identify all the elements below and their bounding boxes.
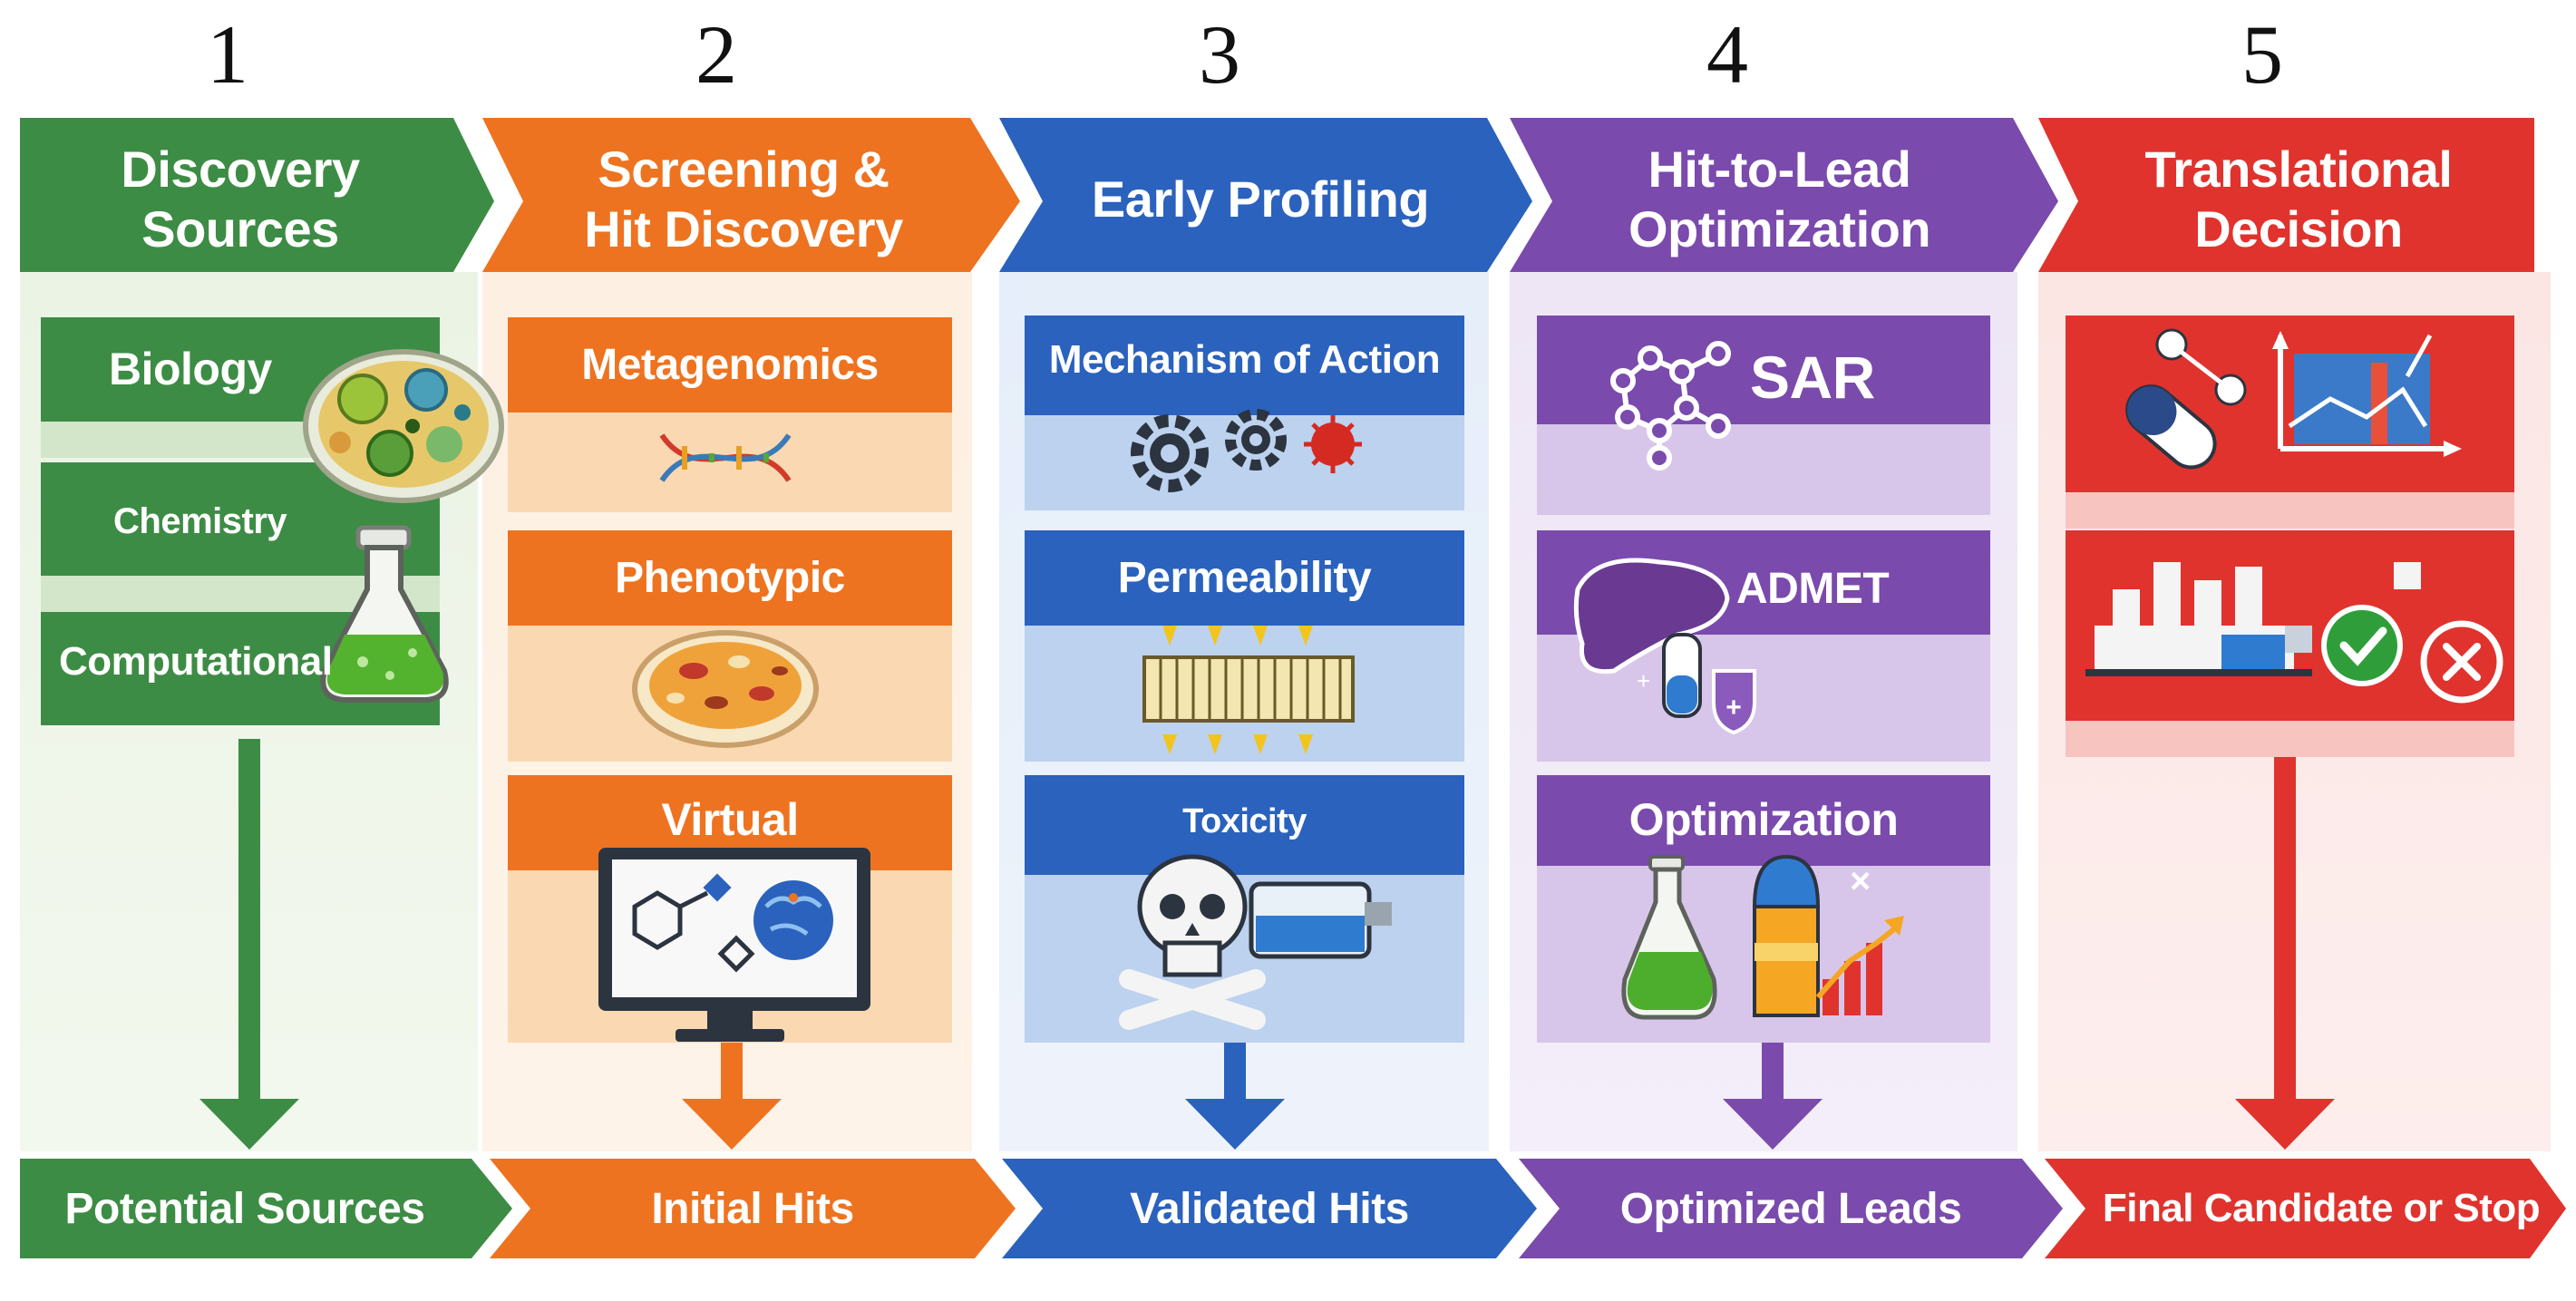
item-toxicity: Toxicity <box>1182 802 1307 840</box>
dna-icon <box>659 433 792 482</box>
stage-number-4: 4 <box>1706 8 1748 101</box>
stage-number-2: 2 <box>695 8 737 101</box>
item-optimization: Optimization <box>1628 794 1899 845</box>
header-chevron-3 <box>999 118 1532 272</box>
down-arrow-1 <box>199 739 299 1150</box>
header-chevron-5 <box>2038 118 2534 272</box>
molecule-icon <box>1610 341 1731 471</box>
footer-chevron-5 <box>2045 1159 2566 1258</box>
item-mechanism-of-action: Mechanism of Action <box>1048 337 1441 382</box>
stage-number-5: 5 <box>2241 8 2283 101</box>
purple-row-1 <box>1537 316 1990 424</box>
output-label-1: Potential Sources <box>64 1184 425 1233</box>
svg-text:×: × <box>1850 861 1871 901</box>
orange-row-1-header <box>508 317 952 413</box>
down-arrow-5 <box>2235 757 2335 1150</box>
output-label-5: Final Candidate or Stop <box>2102 1186 2541 1230</box>
computer-brain-icon <box>598 848 870 1042</box>
skull-crossbones-icon <box>1119 854 1392 1030</box>
blue-row-3-header <box>1025 775 1464 875</box>
svg-text:+: + <box>1637 667 1650 694</box>
header-chevron-1 <box>20 118 494 272</box>
svg-text:+: + <box>1725 693 1742 723</box>
membrane-icon <box>1142 626 1355 754</box>
item-admet: ADMET <box>1736 565 1890 613</box>
header-chevron-2 <box>482 118 1020 272</box>
liver-icon: + + <box>1573 558 1756 735</box>
footer-chevron-2 <box>490 1159 1016 1258</box>
orange-row-2-header <box>508 530 952 626</box>
gears-virus-icon <box>1131 409 1362 492</box>
stage-title-5: Translational Decision <box>2144 141 2453 257</box>
stage-number-1: 1 <box>207 8 248 101</box>
down-arrow-3 <box>1185 1043 1285 1150</box>
stage-number-3: 3 <box>1199 8 1240 101</box>
footer-chevron-1 <box>20 1159 512 1258</box>
item-sar: SAR <box>1750 344 1875 411</box>
down-arrow-4 <box>1723 1043 1823 1150</box>
footer-chevron-3 <box>1002 1159 1537 1258</box>
purple-row-3-header <box>1537 775 1990 866</box>
header-chevron-4 <box>1510 118 2058 272</box>
stage-title-2: Screening & Hit Discovery <box>584 141 903 257</box>
pill-chart-icon <box>2125 328 2462 470</box>
item-biology: Biology <box>109 344 272 394</box>
item-phenotypic: Phenotypic <box>615 554 845 602</box>
stage-title-3: Early Profiling <box>1091 170 1430 228</box>
item-virtual: Virtual <box>661 794 799 845</box>
output-label-2: Initial Hits <box>651 1184 854 1233</box>
item-chemistry: Chemistry <box>113 501 287 541</box>
factory-check-cross-icon <box>2085 562 2503 704</box>
footer-chevron-4 <box>1519 1159 2063 1258</box>
petri-dish-icon <box>632 630 819 748</box>
down-arrow-2 <box>682 1043 782 1150</box>
stage-title-4: Hit-to-Lead Optimization <box>1628 141 1931 257</box>
item-metagenomics: Metagenomics <box>581 341 879 389</box>
flask-chart-icon: × <box>1621 854 1904 1020</box>
blue-row-2-header <box>1025 530 1464 626</box>
petri-dish-microbes-icon <box>303 349 504 503</box>
output-label-3: Validated Hits <box>1130 1184 1409 1233</box>
blue-row-1-header <box>1025 316 1464 415</box>
item-permeability: Permeability <box>1117 554 1372 602</box>
output-label-4: Optimized Leads <box>1619 1184 1962 1233</box>
flask-icon <box>320 525 449 703</box>
item-computational: Computational <box>59 639 333 684</box>
stage-title-1: Discovery Sources <box>121 141 360 257</box>
